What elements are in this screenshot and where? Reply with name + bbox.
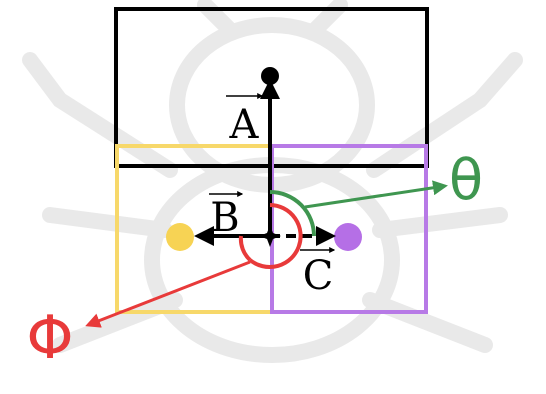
- phi-symbol: Φ: [26, 303, 73, 373]
- vector-c-label: C: [303, 253, 334, 299]
- yellow-dot: [166, 223, 194, 251]
- theta-symbol: θ: [449, 148, 483, 213]
- vector-a-label: A: [229, 102, 260, 148]
- theta-pointer-arrow: [304, 180, 448, 209]
- origin-point: [259, 225, 281, 247]
- purple-dot: [334, 223, 362, 251]
- vector-b-label: B: [210, 195, 239, 241]
- phi-pointer-arrow: [85, 260, 251, 328]
- target-dot-a: [261, 67, 279, 85]
- phi-arc: [248, 203, 303, 269]
- phi-arc-stub: [238, 235, 252, 262]
- theta-arc: [269, 190, 316, 237]
